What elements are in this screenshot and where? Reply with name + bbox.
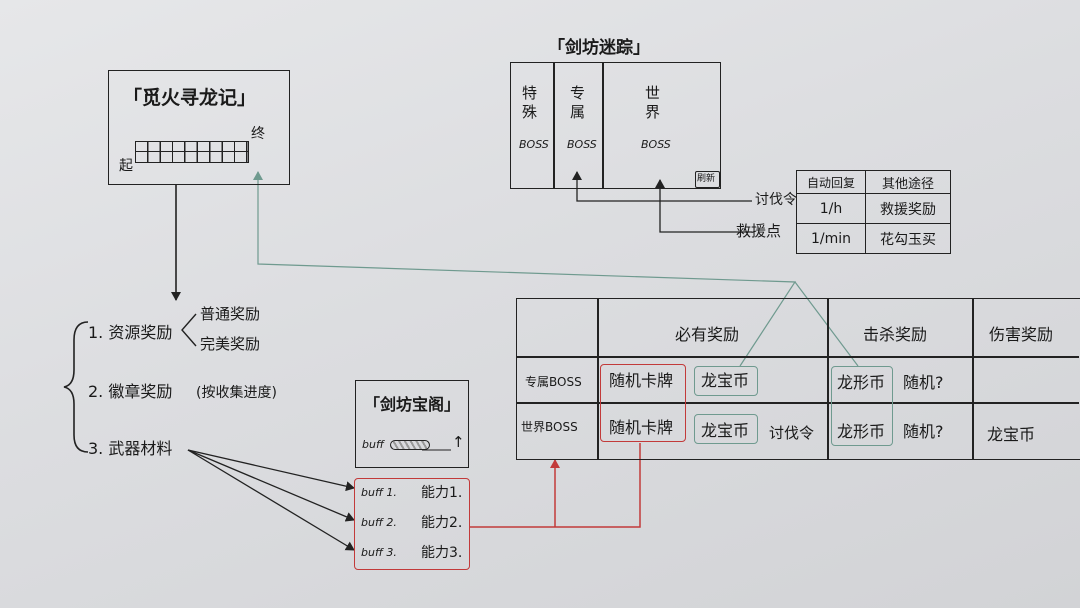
treasure-buff-label: buff: [362, 438, 384, 451]
recovery-cell: 救援奖励: [865, 193, 951, 224]
dragon-shape-coin-highlight: [831, 366, 893, 446]
maze-title: 「剑坊迷踪」: [548, 38, 650, 58]
recovery-table: 自动回复 其他途径 1/h 救援奖励 1/min 花勾玉买: [796, 170, 951, 254]
refresh-button[interactable]: 刷新: [695, 171, 720, 188]
ability-2: 能力2.: [421, 515, 463, 531]
maze-token-label: 讨伐令: [755, 192, 797, 208]
reward-item-weapon-materials: 3. 武器材料: [88, 439, 173, 458]
buff-bar: [390, 440, 430, 450]
reward-token: 讨伐令: [769, 424, 815, 442]
reward-damage-coin: 龙宝币: [987, 425, 1036, 444]
reward-brace: [63, 321, 89, 453]
buff-3: buff 3.: [361, 546, 397, 559]
buff-list-box: buff 1. 能力1. buff 2. 能力2. buff 3. 能力3.: [354, 478, 470, 570]
recovery-cell: 1/min: [796, 223, 866, 254]
reward-sub-normal: 普通奖励: [200, 305, 261, 323]
maze-col-special: 特殊: [520, 85, 538, 123]
ability-3: 能力3.: [421, 545, 463, 561]
reward-dragon-treasure-coin: 龙宝币: [701, 371, 750, 390]
recovery-header-other: 其他途径: [865, 170, 951, 194]
buff-1: buff 1.: [361, 486, 397, 499]
buff-up-arrow: ↑: [452, 433, 465, 451]
dragon-coin-highlight-1: [694, 366, 758, 396]
reward-header-kill: 击杀奖励: [863, 325, 928, 344]
maze-col-exclusive: 专属: [568, 85, 586, 123]
reward-header-damage: 伤害奖励: [989, 325, 1054, 344]
random-card-highlight: [600, 364, 686, 442]
maze-col-world-boss: BOSS: [641, 138, 671, 151]
buff-2: buff 2.: [361, 516, 397, 529]
reward-dragon-shape-coin: 龙形币: [837, 373, 886, 392]
progress-start-label: 起: [119, 158, 133, 174]
progress-track: [135, 141, 249, 163]
maze-divider-1: [553, 63, 555, 188]
reward-header-must: 必有奖励: [675, 325, 740, 344]
row-label-exclusive-boss: 专属BOSS: [525, 375, 582, 389]
maze-divider-2: [602, 63, 604, 188]
dragon-coin-highlight-2: [694, 414, 758, 444]
reward-random-unknown: 随机?: [903, 373, 944, 392]
reward-random-card: 随机卡牌: [609, 418, 674, 437]
refresh-label: 刷新: [697, 174, 716, 184]
reward-dragon-shape-coin: 龙形币: [837, 422, 886, 441]
ability-1: 能力1.: [421, 485, 463, 501]
reward-dragon-treasure-coin: 龙宝币: [701, 421, 750, 440]
reward-item-resources: 1. 资源奖励: [88, 323, 173, 342]
dragon-quest-title: 「觅火寻龙记」: [123, 87, 257, 109]
reward-random-card: 随机卡牌: [609, 371, 674, 390]
reward-random-unknown: 随机?: [903, 422, 944, 441]
reward-sub-perfect: 完美奖励: [200, 335, 261, 353]
recovery-header-auto: 自动回复: [796, 170, 866, 194]
maze-col-world: 世界: [643, 85, 661, 123]
maze-rescue-label: 救援点: [736, 222, 782, 240]
recovery-cell: 1/h: [796, 193, 866, 224]
reward-table: 必有奖励 击杀奖励 伤害奖励 专属BOSS 随机卡牌 龙宝币 龙形币 随机? 世…: [516, 298, 1080, 460]
recovery-cell: 花勾玉买: [865, 223, 951, 254]
reward-item-badges: 2. 徽章奖励: [88, 382, 173, 401]
maze-col-special-boss: BOSS: [519, 138, 549, 151]
maze-col-exclusive-boss: BOSS: [567, 138, 597, 151]
progress-end-label: 终: [251, 126, 265, 142]
reward-badge-note: (按收集进度): [196, 385, 277, 401]
sub-brace: [181, 313, 197, 347]
dragon-quest-box: 「觅火寻龙记」 起 终: [108, 70, 290, 185]
treasure-box: 「剑坊宝阁」 buff ↑: [355, 380, 469, 468]
treasure-title: 「剑坊宝阁」: [364, 395, 461, 414]
maze-box: 特殊 BOSS 专属 BOSS 世界 BOSS 刷新: [510, 62, 721, 189]
row-label-world-boss: 世界BOSS: [521, 420, 578, 434]
